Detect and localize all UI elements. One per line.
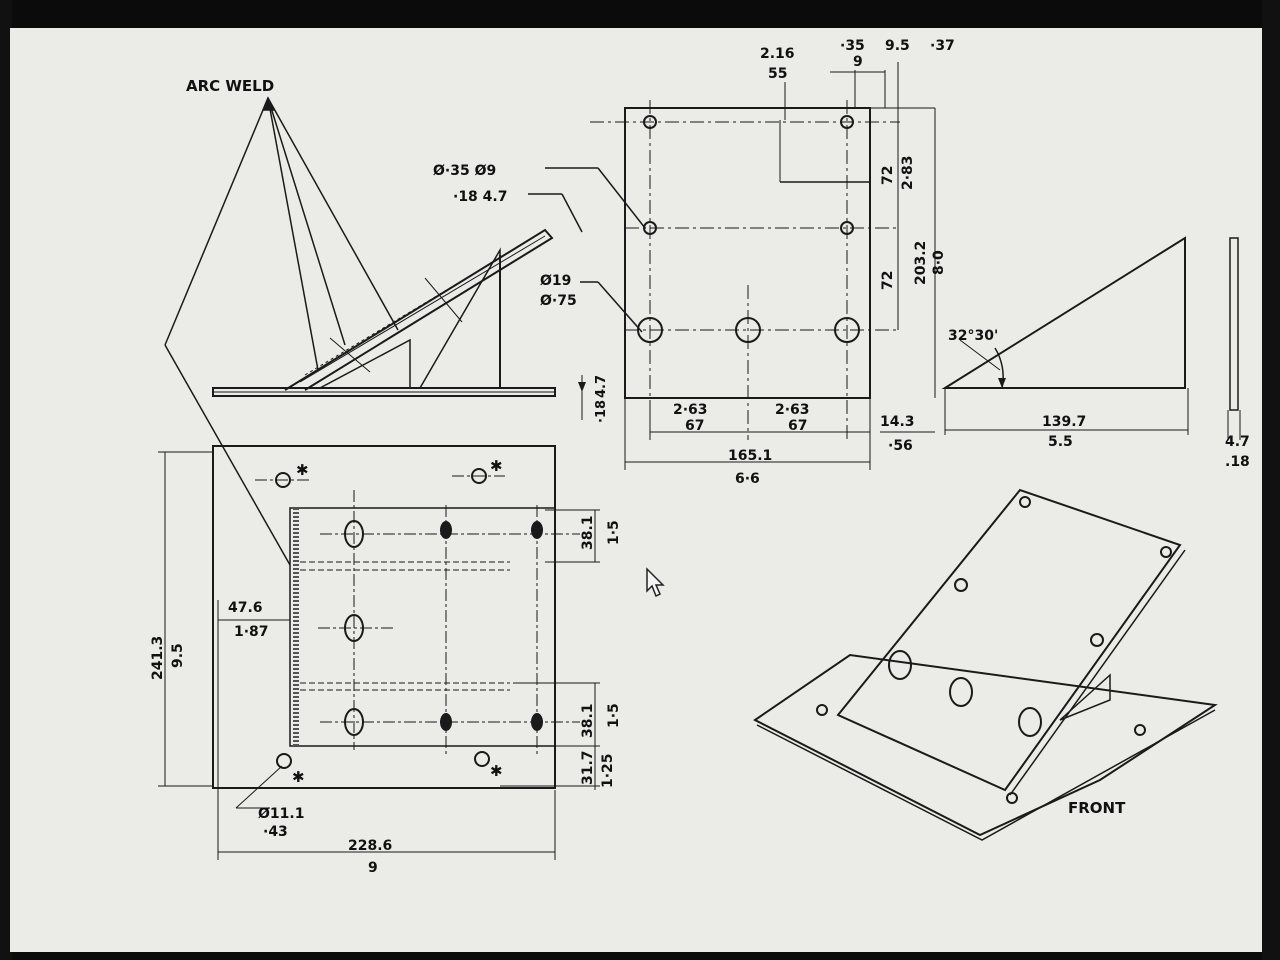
plate-hole-small [643,115,657,129]
dim-hole-11-1: Ø11.1 [258,806,304,822]
dim-1-87: 1·87 [234,624,269,640]
dim-55: 55 [768,66,787,82]
base-hole [471,468,487,484]
dim-72-top: 72 [880,166,896,185]
monitor-bezel-right [1262,0,1280,960]
dim-2-16: 2.16 [760,46,795,62]
gusset-view [941,236,1241,440]
dim-47-6: 47.6 [228,600,263,616]
dim-2-63-a: 2·63 [673,402,708,418]
dim-thickness-18: .18 [1225,454,1250,470]
dim-8-0: 8·0 [931,250,947,275]
dim-1-5-top: 1·5 [606,520,622,545]
dim-2-63-b: 2·63 [775,402,810,418]
plate-hole-large [834,317,860,343]
big-hole-inch-label: Ø·75 [540,293,577,309]
isometric-view [753,488,1218,841]
dim-14-3: 14.3 [880,414,915,430]
iso-base-plate [753,653,1218,837]
dim-6-6: 6·6 [735,471,760,487]
star-mark: ✱ [296,461,309,479]
dim-67-a: 67 [685,418,704,434]
drawing-screen: ARC WELD ·18 4.7 Ø·35 Ø9 ·18 4.7 Ø19 Ø·7… [10,28,1278,952]
big-hole-label: Ø19 [540,273,571,289]
plate-hole-small [840,115,854,129]
plate-hole-small [840,221,854,235]
dim-56: ·56 [888,438,913,454]
angle-label: 32°30' [948,328,998,344]
front-label: FRONT [1068,799,1126,817]
dim-9-5-plan: 9.5 [170,643,186,668]
hole-leaders [528,167,646,333]
monitor-bezel-left [0,0,12,960]
inclined-plate-view [590,62,936,470]
small-hole-depth-label: ·18 4.7 [453,189,507,205]
arc-weld-label: ARC WELD [186,77,274,95]
plate-hole-large [735,317,761,343]
arrow-cursor-icon [646,567,665,598]
star-mark: ✱ [490,457,503,475]
plate-hole-large [637,317,663,343]
arc-weld-leaders [164,96,399,566]
dim-72-mid: 72 [880,271,896,290]
dim-thickness-4-7: 4.7 [1225,434,1250,450]
star-mark: ✱ [490,762,503,780]
dim-67-b: 67 [788,418,807,434]
iso-inclined-plate [836,488,1182,792]
dim-139-7: 139.7 [1042,414,1086,430]
side-view [164,96,586,566]
dim-203-2: 203.2 [913,241,929,285]
dim-35: ·35 [840,38,865,54]
dim-5-5: 5.5 [1048,434,1073,450]
side-thickness-label: ·18 [594,400,609,423]
side-thickness-mm-label: 4.7 [594,375,609,398]
base-plate-plan [212,445,556,789]
base-hole [276,753,292,769]
dim-1-5-bottom: 1·5 [606,703,622,728]
dim-165-1: 165.1 [728,448,772,464]
dim-2-83: 2·83 [900,155,916,190]
dim-9-5: 9.5 [885,38,910,54]
dim-31-7: 31.7 [580,750,596,785]
dim-38-1-bottom: 38.1 [580,703,596,738]
gusset-edge-view [1229,237,1239,411]
dim-hole-43: ·43 [263,824,288,840]
dim-9-plan: 9 [368,860,378,876]
dim-37: ·37 [930,38,955,54]
dim-9: 9 [853,54,863,70]
dim-241-3: 241.3 [150,636,166,680]
plan-view [158,445,600,860]
plate-hole-small [643,221,657,235]
star-mark: ✱ [292,768,305,786]
gusset-side [319,338,411,389]
dim-38-1-top: 38.1 [580,515,596,550]
technical-drawing: ARC WELD ·18 4.7 Ø·35 Ø9 ·18 4.7 Ø19 Ø·7… [150,38,1250,876]
base-hole [474,751,490,767]
small-hole-label: Ø·35 Ø9 [433,163,496,179]
inclined-plate-side [284,228,554,391]
dim-228-6: 228.6 [348,838,392,854]
dim-1-25: 1·25 [600,753,616,788]
